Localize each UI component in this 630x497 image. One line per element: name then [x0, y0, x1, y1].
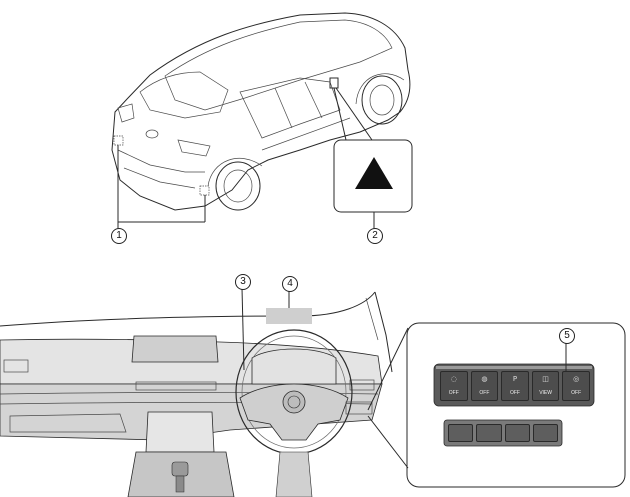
- parking-sensor-icon: P: [512, 375, 518, 383]
- switch-panel-lower-buttons: [448, 424, 558, 442]
- callout-number: 3: [240, 276, 246, 287]
- callout-1-leader: [117, 145, 206, 228]
- lower-button-1[interactable]: [448, 424, 474, 442]
- callout-3: 3: [235, 274, 251, 290]
- system-switch-icon: ◎: [573, 375, 580, 383]
- panel-button-3[interactable]: P OFF: [501, 371, 529, 401]
- panel-button-icon: ◌: [450, 375, 457, 383]
- callout-5: 5: [559, 328, 575, 344]
- callout-number: 1: [116, 230, 122, 241]
- lower-button-2[interactable]: [476, 424, 502, 442]
- panel-button-label: OFF: [448, 390, 459, 396]
- callout-number: 2: [372, 230, 378, 241]
- switch-panel-zoom-lines: [367, 327, 409, 469]
- panel-button-label: OFF: [479, 390, 490, 396]
- callout-number: 5: [564, 330, 570, 341]
- switch-panel-buttons: ◌ OFF ◍ OFF P OFF ◫ VIEW ◎ OFF: [440, 371, 590, 401]
- panel-button-2[interactable]: ◍ OFF: [470, 371, 499, 401]
- dashboard-illustration: [0, 291, 393, 497]
- warning-triangle-icon: [355, 157, 393, 189]
- callout-2: 2: [367, 228, 383, 244]
- callout-4: 4: [282, 276, 298, 292]
- callout-number: 4: [287, 278, 293, 289]
- panel-button-4[interactable]: ◫ VIEW: [531, 371, 560, 401]
- callout-3-leader: [241, 287, 245, 371]
- panel-button-icon: ◍: [481, 375, 488, 383]
- callout-1: 1: [111, 228, 127, 244]
- panel-button-1[interactable]: ◌ OFF: [440, 371, 468, 401]
- panel-button-label: VIEW: [539, 390, 552, 396]
- camera-view-icon: ◫: [542, 375, 549, 383]
- lower-button-4[interactable]: [532, 424, 558, 442]
- panel-button-label: OFF: [509, 390, 520, 396]
- switch-panel-zoom: [406, 322, 626, 488]
- panel-button-label: OFF: [571, 390, 582, 396]
- callout-2-zoom: [333, 87, 413, 228]
- head-up-display-area: [266, 308, 312, 324]
- lower-button-3[interactable]: [504, 424, 530, 442]
- panel-button-5[interactable]: ◎ OFF: [562, 371, 590, 401]
